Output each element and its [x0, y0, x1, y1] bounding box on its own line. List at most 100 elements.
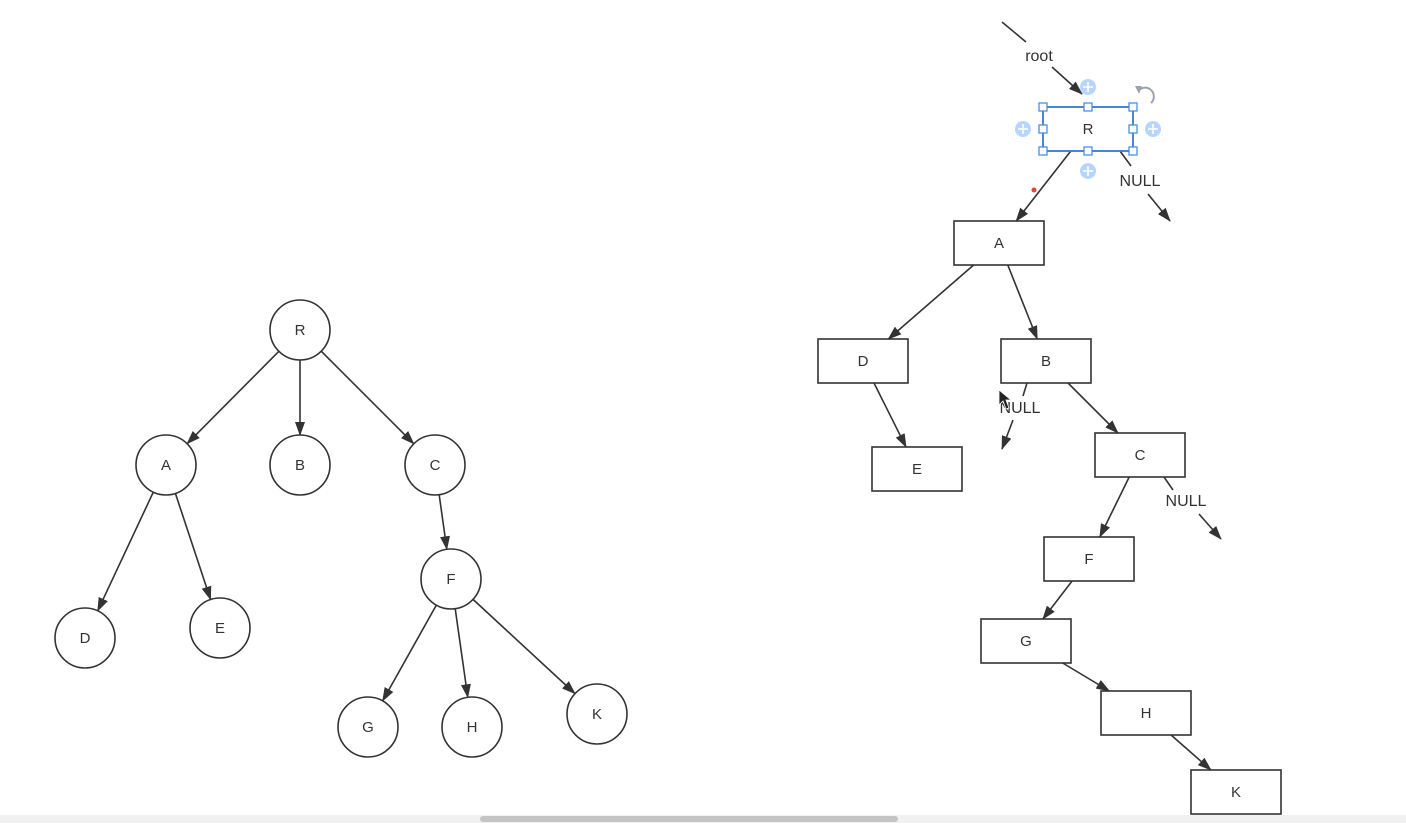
null-C-pointer-arrow[interactable] [1198, 513, 1222, 540]
binary-node-box[interactable] [871, 446, 963, 492]
general-edge-F-G[interactable] [381, 604, 438, 702]
general-node-circle[interactable] [269, 299, 331, 361]
horizontal-scrollbar[interactable] [0, 815, 1406, 823]
general-edge-R-C[interactable] [320, 350, 415, 445]
general-node-label: R [295, 322, 306, 339]
general-node-label: D [80, 630, 91, 647]
null-R-pointer-tail[interactable] [1119, 150, 1132, 167]
general-node-B[interactable]: B [269, 434, 331, 496]
binary-node-label: D [858, 353, 869, 370]
binary-node-label: A [994, 235, 1004, 252]
general-edge-F-K[interactable] [472, 598, 576, 695]
binary-edge-R-A[interactable] [1015, 150, 1072, 222]
root-pointer-tail[interactable] [1001, 21, 1027, 43]
null-R-pointer-arrow[interactable] [1147, 193, 1171, 222]
binary-node-box[interactable] [1100, 690, 1192, 736]
general-node-circle[interactable] [269, 434, 331, 496]
null-B-pointer-tail[interactable] [1022, 382, 1028, 397]
binary-node-box[interactable] [980, 618, 1072, 664]
general-node-F[interactable]: F [420, 548, 482, 610]
general-node-circle[interactable] [189, 597, 251, 659]
binary-node-A[interactable]: A [953, 220, 1045, 266]
general-node-circle[interactable] [404, 434, 466, 496]
binary-node-H[interactable]: H [1100, 690, 1192, 736]
edge-waypoint-dot[interactable] [1031, 187, 1037, 193]
connection-point-plus-icon[interactable] [1145, 121, 1161, 137]
binary-edge-G-H[interactable] [1062, 662, 1111, 692]
resize-handle[interactable] [1128, 124, 1138, 134]
binary-node-label: G [1020, 633, 1032, 650]
general-node-circle[interactable] [441, 696, 503, 758]
connection-point-plus-icon[interactable] [1015, 121, 1031, 137]
connection-point-plus-icon[interactable] [1080, 163, 1096, 179]
scrollbar-thumb[interactable] [480, 816, 898, 822]
general-node-D[interactable]: D [54, 607, 116, 669]
binary-edge-F-G[interactable] [1042, 580, 1073, 620]
root-pointer-arrow[interactable] [1051, 66, 1083, 95]
resize-handle[interactable] [1128, 102, 1138, 112]
binary-node-box[interactable] [1094, 432, 1186, 478]
binary-node-box[interactable] [1043, 536, 1135, 582]
binary-edge-D-E[interactable] [873, 382, 907, 448]
general-node-label: B [295, 457, 305, 474]
general-edge-R-A[interactable] [186, 350, 280, 445]
resize-handle[interactable] [1038, 124, 1048, 134]
binary-node-G[interactable]: G [980, 618, 1072, 664]
general-node-circle[interactable] [54, 607, 116, 669]
binary-node-box[interactable] [953, 220, 1045, 266]
binary-node-label: C [1135, 447, 1146, 464]
general-node-circle[interactable] [420, 548, 482, 610]
binary-edge-C-F[interactable] [1099, 476, 1130, 538]
binary-node-label: B [1041, 353, 1051, 370]
resize-handle[interactable] [1038, 146, 1048, 156]
binary-edge-A-B[interactable] [1007, 264, 1038, 340]
mouse-cursor-icon [998, 389, 1013, 410]
null-B-pointer-arrow[interactable] [1001, 419, 1014, 450]
resize-handle[interactable] [1038, 102, 1048, 112]
general-node-R[interactable]: R [269, 299, 331, 361]
binary-node-K[interactable]: K [1190, 769, 1282, 815]
binary-node-label: R [1083, 121, 1094, 138]
null-R-label: NULL [1120, 173, 1161, 190]
general-node-circle[interactable] [135, 434, 197, 496]
null-C-pointer-tail[interactable] [1163, 476, 1174, 491]
general-edge-F-H[interactable] [454, 608, 471, 699]
resize-handle[interactable] [1083, 102, 1093, 112]
general-node-E[interactable]: E [189, 597, 251, 659]
binary-node-box[interactable] [817, 338, 909, 384]
general-node-H[interactable]: H [441, 696, 503, 758]
binary-node-D[interactable]: D [817, 338, 909, 384]
binary-node-B[interactable]: B [1000, 338, 1092, 384]
general-node-label: C [430, 457, 441, 474]
binary-node-label: E [912, 461, 922, 478]
binary-edge-H-K[interactable] [1170, 734, 1212, 771]
resize-handle[interactable] [1128, 146, 1138, 156]
general-node-circle[interactable] [566, 683, 628, 745]
general-node-label: A [161, 457, 171, 474]
binary-edge-B-C[interactable] [1067, 382, 1119, 434]
binary-node-box[interactable] [1190, 769, 1282, 815]
general-node-G[interactable]: G [337, 696, 399, 758]
rotate-icon[interactable] [1135, 86, 1155, 104]
general-node-circle[interactable] [337, 696, 399, 758]
binary-node-C[interactable]: C [1094, 432, 1186, 478]
general-edge-A-E[interactable] [174, 493, 212, 601]
general-edge-A-D[interactable] [96, 491, 155, 612]
general-node-label: G [362, 719, 374, 736]
null-C-label: NULL [1166, 493, 1207, 510]
resize-handle[interactable] [1083, 146, 1093, 156]
binary-node-F[interactable]: F [1043, 536, 1135, 582]
binary-node-R[interactable]: R [1042, 106, 1134, 152]
general-node-K[interactable]: K [566, 683, 628, 745]
edges-layer [96, 21, 1222, 771]
general-node-A[interactable]: A [135, 434, 197, 496]
general-edge-C-F[interactable] [438, 494, 450, 551]
binary-node-E[interactable]: E [871, 446, 963, 492]
root-pointer-label: root [1025, 48, 1053, 65]
connection-point-plus-icon[interactable] [1080, 79, 1096, 95]
general-node-C[interactable]: C [404, 434, 466, 496]
binary-node-box[interactable] [1000, 338, 1092, 384]
binary-edge-A-D[interactable] [887, 264, 975, 340]
